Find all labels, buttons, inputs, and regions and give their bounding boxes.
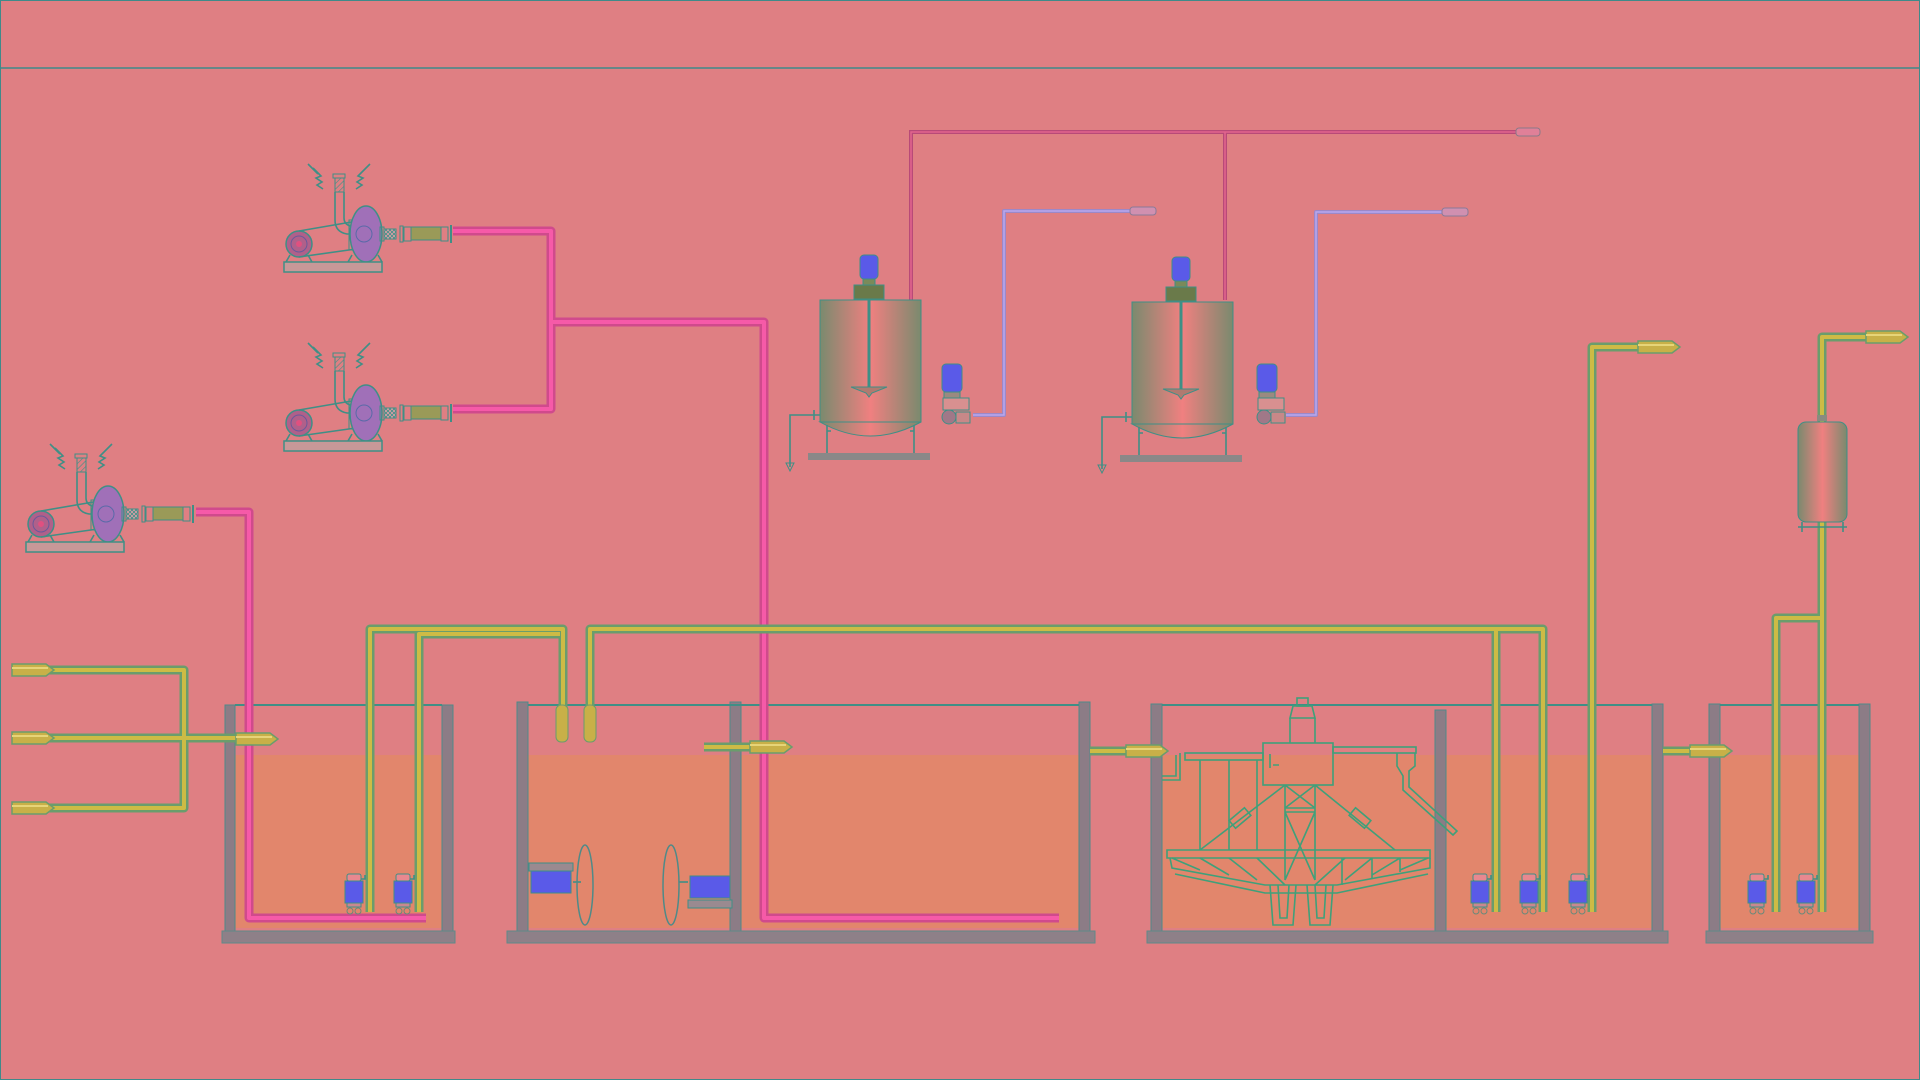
tank-clarifier[interactable] (1146, 703, 1669, 944)
mixing-tank-icon[interactable] (784, 253, 932, 473)
blower-pump-icon[interactable] (283, 342, 453, 452)
clarifier-bridge-icon[interactable] (1162, 697, 1459, 926)
pipe-nozzle-icon (749, 740, 793, 754)
water-levels (235, 755, 1859, 928)
dosing-pipes (973, 206, 1469, 417)
submersible-mixer-icon[interactable] (662, 844, 733, 926)
blower-pump-icon[interactable] (25, 443, 195, 553)
dosing-pump-icon[interactable] (1256, 363, 1286, 425)
dosing-pump-icon[interactable] (941, 363, 971, 425)
mixing-tank-icon[interactable] (1096, 255, 1244, 475)
air-pipe-header (909, 127, 1541, 300)
pressure-vessel-icon[interactable] (1797, 415, 1848, 532)
tank-equalization-anoxic[interactable] (506, 701, 1096, 944)
pipe-nozzle-icon (1637, 340, 1681, 354)
pipe-nozzle-icon (235, 732, 279, 746)
blower-pump-icon[interactable] (283, 163, 453, 273)
blower-air-pipes (196, 226, 1059, 923)
submersible-mixer-icon[interactable] (528, 844, 594, 926)
tank-collection-well[interactable] (221, 704, 456, 944)
pipe-nozzle-icon (11, 663, 55, 677)
pipe-nozzle-icon (1865, 330, 1909, 344)
tank-clear-water[interactable] (1705, 703, 1874, 944)
pipe-nozzle-icon (11, 801, 55, 815)
pipe-nozzle-icon (11, 731, 55, 745)
pipe-nozzle-icon (1125, 744, 1169, 758)
pipe-nozzle-icon (1689, 744, 1733, 758)
